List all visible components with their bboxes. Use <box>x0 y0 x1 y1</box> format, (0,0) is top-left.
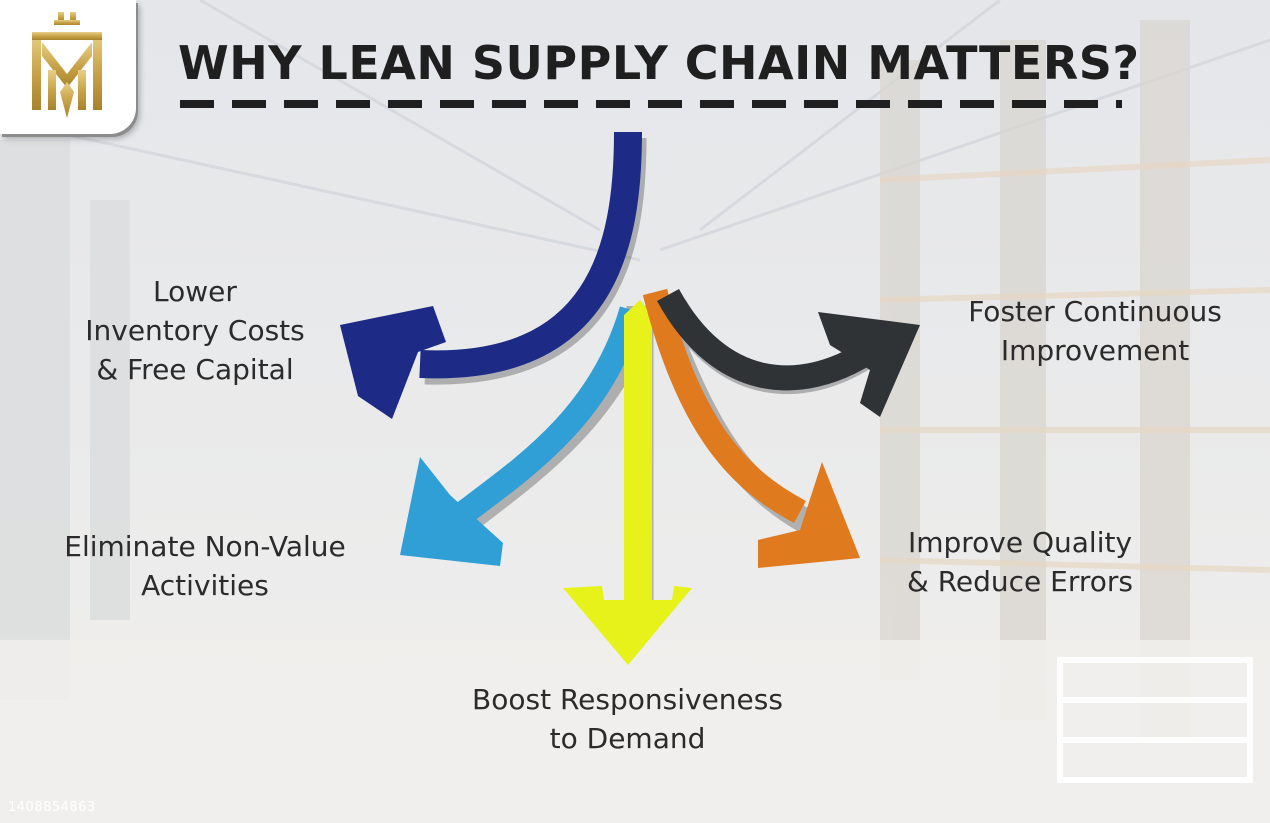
label-eliminate: Eliminate Non-Value Activities <box>20 527 390 605</box>
label-line: Inventory Costs <box>85 314 305 347</box>
page-title: WHY LEAN SUPPLY CHAIN MATTERS? <box>178 36 1140 90</box>
label-line: Activities <box>141 569 269 602</box>
label-line: & Reduce Errors <box>906 565 1134 598</box>
label-line: Lower <box>153 275 237 308</box>
stock-id-watermark: 1408854863 <box>8 800 96 815</box>
label-boost: Boost Responsiveness to Demand <box>425 680 830 758</box>
arrow-foster <box>657 288 920 417</box>
arrow-eliminate <box>400 306 645 566</box>
arrow-boost <box>563 300 692 665</box>
label-improve: Improve Quality & Reduce Errors <box>870 523 1170 601</box>
arrow-improve <box>642 288 860 568</box>
crown-monogram-logo <box>32 12 102 118</box>
title-dashed-underline <box>180 100 1122 108</box>
arrow-lower-inventory <box>340 131 642 419</box>
label-line: Foster Continuous <box>968 295 1222 328</box>
label-foster: Foster Continuous Improvement <box>935 292 1255 370</box>
label-line: Boost Responsiveness <box>472 683 783 716</box>
label-line: Improvement <box>1000 334 1190 367</box>
brand-logo-card[interactable] <box>0 0 136 134</box>
label-line: & Free Capital <box>96 353 294 386</box>
label-lower-inventory: Lower Inventory Costs & Free Capital <box>40 272 350 389</box>
label-line: Improve Quality <box>907 526 1133 559</box>
label-line: to Demand <box>549 722 706 755</box>
label-line: Eliminate Non-Value <box>64 530 346 563</box>
